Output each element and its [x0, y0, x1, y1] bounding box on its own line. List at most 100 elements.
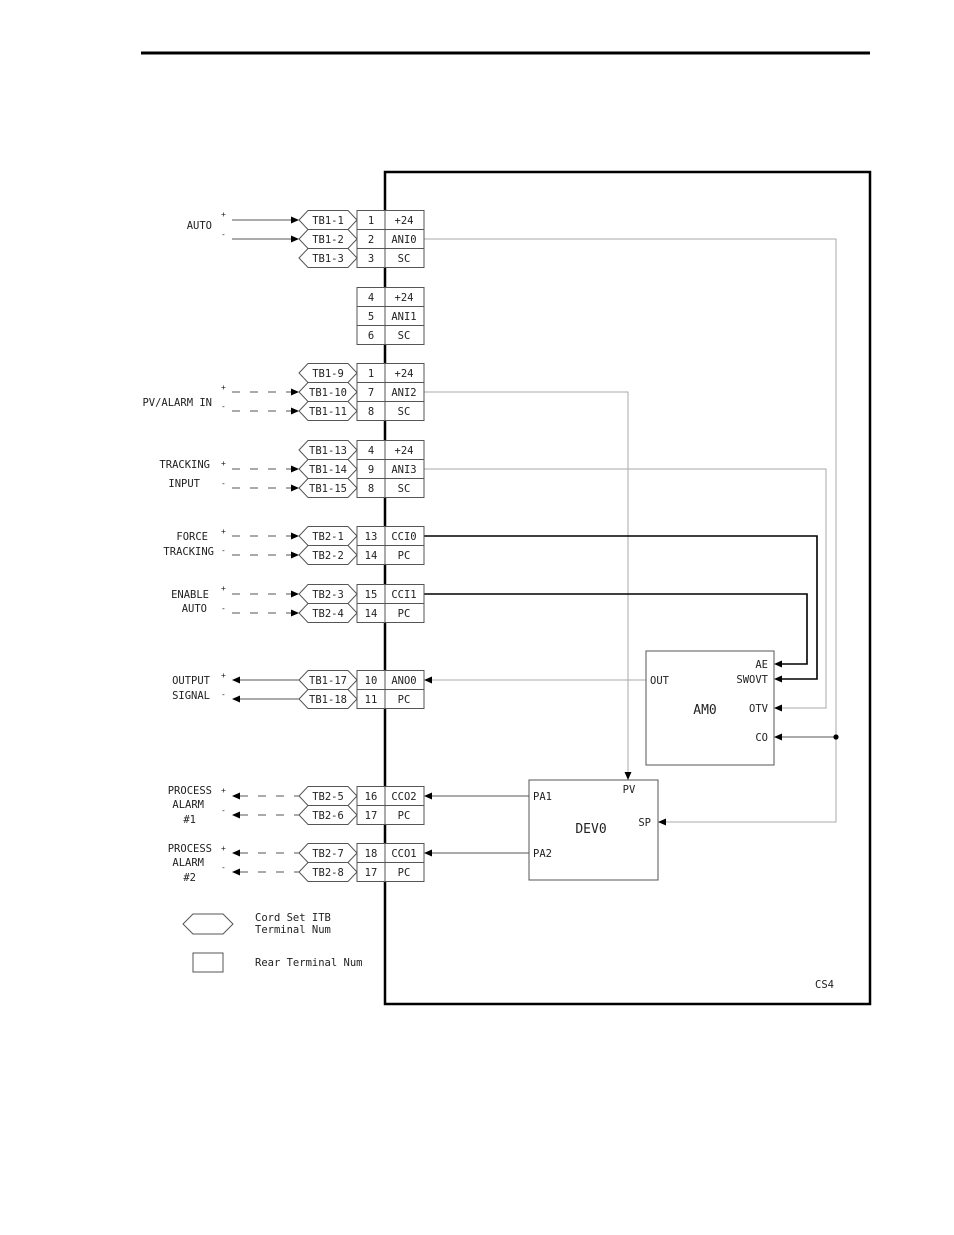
itb-terminal-label: TB2-2: [312, 550, 344, 562]
am0-co-label: CO: [755, 732, 768, 744]
legend-cord-set-label-2: Terminal Num: [255, 924, 331, 936]
terminal-row: TB2-1 13 CCI0: [298, 526, 425, 546]
itb-terminal-label: TB1-3: [312, 253, 344, 265]
terminal-row: TB1-3 3 SC: [298, 248, 425, 268]
rear-terminal-number: 8: [368, 483, 374, 495]
drawing-code: CS4: [815, 979, 834, 991]
dev0-sp-label: SP: [638, 817, 651, 829]
minus-mark: -: [221, 402, 226, 411]
process-alarm-2-label-3: #2: [183, 872, 196, 884]
minus-mark: -: [221, 604, 226, 613]
terminal-function-label: ANI0: [391, 234, 416, 246]
process-alarm-2-label: PROCESS: [168, 843, 212, 855]
field-wiring: [232, 219, 299, 873]
polarity-marks: + - + - + - + - + - + - + - + -: [221, 210, 226, 872]
rear-terminal-number: 17: [365, 810, 378, 822]
terminal-row: 5 ANI1: [356, 306, 425, 326]
auto-input-label: AUTO: [187, 220, 212, 232]
arrowheads: [232, 216, 782, 876]
dev0-block: PA1 PA2 PV SP DEV0: [528, 779, 659, 881]
minus-mark: -: [221, 479, 226, 488]
function-box: [384, 478, 425, 498]
legend-cord-set-label: Cord Set ITB: [255, 912, 331, 924]
terminal-function-label: CCO2: [391, 791, 416, 803]
minus-mark: -: [221, 863, 226, 872]
function-box: [384, 862, 425, 882]
terminal-function-label: SC: [398, 483, 411, 495]
plus-mark: +: [221, 584, 226, 593]
plus-mark: +: [221, 527, 226, 536]
rear-terminal-number: 5: [368, 311, 374, 323]
minus-mark: -: [221, 230, 226, 239]
minus-mark: -: [221, 546, 226, 555]
minus-mark: -: [221, 690, 226, 699]
plus-mark: +: [221, 671, 226, 680]
rear-terminal-number: 14: [365, 608, 378, 620]
itb-terminal-label: TB2-5: [312, 791, 344, 803]
terminal-function-label: PC: [398, 867, 411, 879]
itb-terminal-label: TB1-10: [309, 387, 347, 399]
dev0-pv-label: PV: [623, 784, 636, 796]
itb-terminal-label: TB1-9: [312, 368, 344, 380]
rear-terminal-number: 13: [365, 531, 378, 543]
function-box: [384, 545, 425, 565]
legend-rear-terminal-label: Rear Terminal Num: [255, 957, 362, 969]
legend-hexagon-icon: [182, 913, 234, 935]
legend-rear-box-icon: [192, 952, 224, 973]
terminal-function-label: ANI3: [391, 464, 416, 476]
terminal-row: 4+24: [356, 287, 425, 307]
plus-mark: +: [221, 844, 226, 853]
terminal-function-label: +24: [395, 368, 414, 380]
terminal-function-label: PC: [398, 810, 411, 822]
plus-mark: +: [221, 786, 226, 795]
rear-terminal-number: 7: [368, 387, 374, 399]
terminal-function-label: SC: [398, 406, 411, 418]
itb-terminal-label: TB1-2: [312, 234, 344, 246]
dev0-name: DEV0: [575, 822, 606, 837]
output-signal-label: OUTPUT: [172, 675, 211, 687]
rear-terminal-number: 8: [368, 406, 374, 418]
terminal-row: TB1-10 7 ANI2: [298, 382, 425, 402]
itb-terminal-label: TB1-14: [309, 464, 347, 476]
terminal-function-label: SC: [398, 253, 411, 265]
rear-terminal-number: 16: [365, 791, 378, 803]
terminal-function-label: ANI1: [391, 311, 416, 323]
plus-mark: +: [221, 210, 226, 219]
terminal-function-label: ANI2: [391, 387, 416, 399]
terminal-function-label: CCI0: [391, 531, 416, 543]
process-alarm-1-label-3: #1: [183, 814, 196, 826]
signal-labels: AUTO PV/ALARM IN TRACKING INPUT FORCE TR…: [142, 220, 214, 884]
terminal-function-label: CCO1: [391, 848, 416, 860]
function-box: [384, 805, 425, 825]
enable-auto-label: ENABLE: [171, 589, 209, 601]
function-box: [384, 689, 425, 709]
itb-terminal-label: TB1-15: [309, 483, 347, 495]
itb-terminal-label: TB1-18: [309, 694, 347, 706]
force-tracking-label: FORCE: [176, 531, 208, 543]
rear-terminal-number: 3: [368, 253, 374, 265]
terminal-function-label: ANO0: [391, 675, 416, 687]
tracking-input-label-2: INPUT: [168, 478, 200, 490]
terminal-function-label: PC: [398, 608, 411, 620]
itb-terminal-label: TB2-1: [312, 531, 344, 543]
function-box: [384, 248, 425, 268]
itb-terminal-label: TB2-4: [312, 608, 344, 620]
dev0-pa2-label: PA2: [533, 848, 552, 860]
plus-mark: +: [221, 459, 226, 468]
output-signal-label-2: SIGNAL: [172, 690, 210, 702]
rear-terminal-number: 6: [368, 330, 374, 342]
rear-terminal-number: 11: [365, 694, 378, 706]
terminal-function-label: PC: [398, 550, 411, 562]
function-box: [384, 401, 425, 421]
